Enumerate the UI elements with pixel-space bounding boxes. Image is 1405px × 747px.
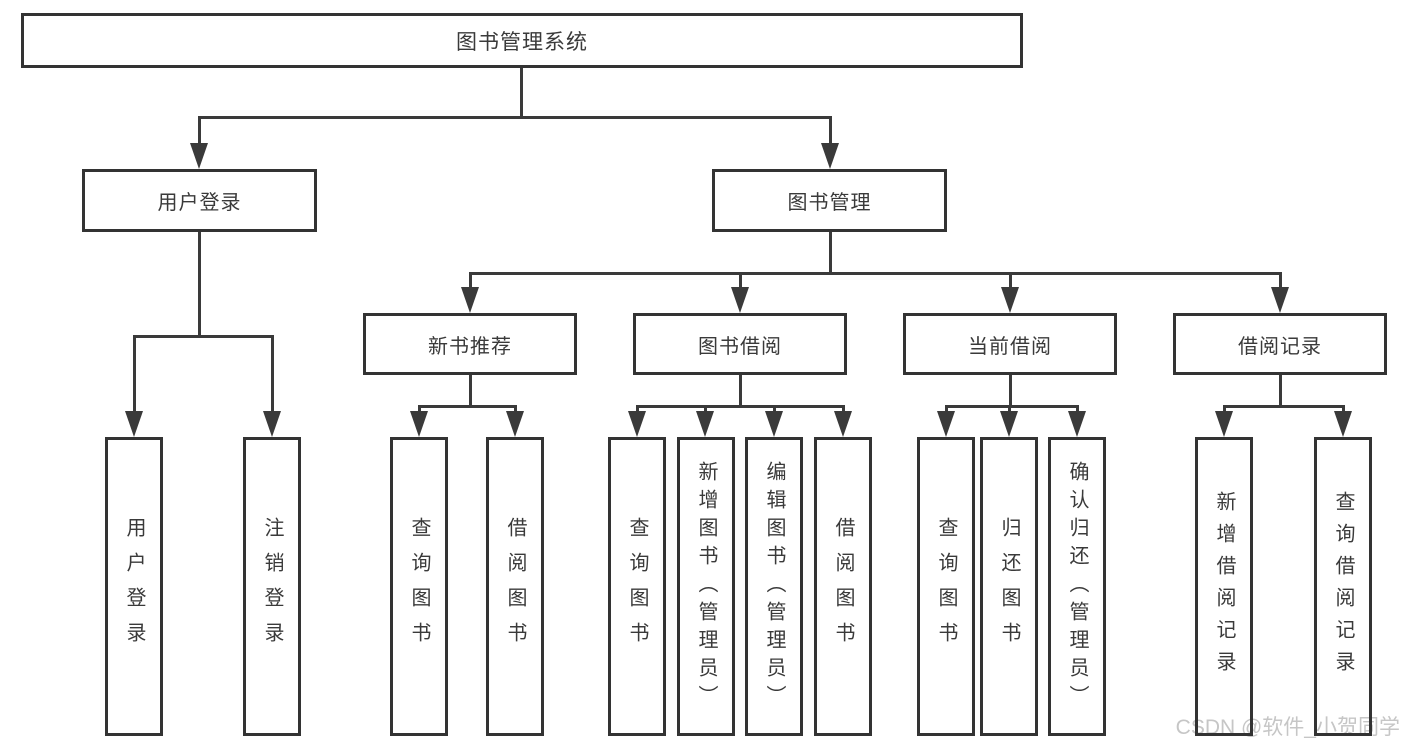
leaf-logout-label: 注销登录 — [261, 516, 283, 657]
connector-line — [739, 375, 742, 408]
connector-line — [1008, 405, 1011, 414]
connector-line — [469, 375, 472, 408]
node-new-book-recommendation: 新书推荐 — [363, 313, 577, 375]
node-user-login: 用户登录 — [82, 169, 317, 232]
leaf-user-login: 用户登录 — [105, 437, 163, 736]
connector-arrow — [190, 143, 208, 169]
connector-line — [520, 68, 523, 117]
connector-arrow — [765, 411, 783, 437]
connector-arrow — [410, 411, 428, 437]
connector-line — [1279, 272, 1282, 290]
connector-line — [773, 405, 776, 414]
leaf-borrow-edit-book-admin: 编辑图书（管理员） — [745, 437, 803, 736]
node-borrowing-records: 借阅记录 — [1173, 313, 1387, 375]
leaf-borrow-query-book-label: 查询图书 — [626, 516, 648, 657]
leaf-current-return-book: 归还图书 — [980, 437, 1038, 736]
node-root: 图书管理系统 — [21, 13, 1023, 68]
leaf-recommend-query-book: 查询图书 — [390, 437, 448, 736]
leaf-recommend-query-book-label: 查询图书 — [408, 516, 430, 657]
connector-line — [198, 232, 201, 337]
leaf-recommend-borrow-book-label: 借阅图书 — [504, 516, 526, 657]
connector-arrow — [461, 287, 479, 313]
leaf-logout: 注销登录 — [243, 437, 301, 736]
connector-line — [1076, 405, 1079, 414]
connector-line — [469, 272, 472, 290]
connector-line — [469, 272, 1282, 275]
leaf-current-return-book-label: 归还图书 — [998, 516, 1020, 657]
connector-line — [271, 335, 274, 413]
node-book-management-label: 图书管理 — [787, 192, 872, 214]
leaf-current-confirm-return-admin-label: 确认归还（管理员） — [1066, 460, 1088, 713]
leaf-borrow-borrow-book-label: 借阅图书 — [832, 516, 854, 657]
node-borrowing-records-label: 借阅记录 — [1238, 335, 1322, 358]
connector-arrow — [821, 143, 839, 169]
connector-line — [418, 405, 421, 414]
connector-arrow — [1215, 411, 1233, 437]
leaf-borrow-borrow-book: 借阅图书 — [814, 437, 872, 736]
node-current-borrowing-label: 当前借阅 — [968, 335, 1052, 358]
leaf-borrow-edit-book-admin-label: 编辑图书（管理员） — [763, 460, 785, 713]
leaf-records-add-record: 新增借阅记录 — [1195, 437, 1253, 736]
connector-arrow — [263, 411, 281, 437]
connector-line — [133, 335, 274, 338]
connector-line — [739, 272, 742, 290]
leaf-recommend-borrow-book: 借阅图书 — [486, 437, 544, 736]
connector-line — [945, 405, 948, 414]
node-root-label: 图书管理系统 — [456, 30, 588, 54]
node-book-borrowing: 图书借阅 — [633, 313, 847, 375]
connector-arrow — [1271, 287, 1289, 313]
leaf-borrow-add-book-admin-label: 新增图书（管理员） — [695, 460, 717, 713]
connector-arrow — [834, 411, 852, 437]
connector-arrow — [696, 411, 714, 437]
connector-line — [636, 405, 639, 414]
connector-arrow — [1334, 411, 1352, 437]
connector-line — [842, 405, 845, 414]
connector-line — [1342, 405, 1345, 414]
connector-line — [198, 116, 201, 145]
node-current-borrowing: 当前借阅 — [903, 313, 1117, 375]
leaf-current-query-book-label: 查询图书 — [935, 516, 957, 657]
leaf-records-query-record-label: 查询借阅记录 — [1332, 490, 1354, 683]
leaf-borrow-query-book: 查询图书 — [608, 437, 666, 736]
connector-arrow — [937, 411, 955, 437]
node-new-book-recommendation-label: 新书推荐 — [428, 335, 512, 358]
connector-line — [133, 335, 136, 413]
leaf-current-query-book: 查询图书 — [917, 437, 975, 736]
leaf-borrow-add-book-admin: 新增图书（管理员） — [677, 437, 735, 736]
connector-line — [198, 116, 832, 119]
connector-arrow — [1000, 411, 1018, 437]
connector-arrow — [1068, 411, 1086, 437]
connector-line — [514, 405, 517, 414]
leaf-current-confirm-return-admin: 确认归还（管理员） — [1048, 437, 1106, 736]
connector-line — [418, 405, 517, 408]
connector-line — [704, 405, 707, 414]
connector-line — [636, 405, 845, 408]
node-user-login-label: 用户登录 — [157, 192, 242, 214]
leaf-records-add-record-label: 新增借阅记录 — [1213, 490, 1235, 683]
connector-arrow — [125, 411, 143, 437]
connector-line — [1223, 405, 1345, 408]
connector-line — [1009, 272, 1012, 290]
connector-line — [829, 116, 832, 145]
node-book-management: 图书管理 — [712, 169, 947, 232]
connector-line — [1223, 405, 1226, 414]
connector-arrow — [1001, 287, 1019, 313]
connector-arrow — [506, 411, 524, 437]
connector-line — [829, 232, 832, 274]
connector-line — [1009, 375, 1012, 408]
node-book-borrowing-label: 图书借阅 — [698, 335, 782, 358]
connector-arrow — [628, 411, 646, 437]
connector-arrow — [731, 287, 749, 313]
leaf-user-login-label: 用户登录 — [123, 516, 145, 657]
connector-line — [945, 405, 1079, 408]
connector-line — [1279, 375, 1282, 408]
leaf-records-query-record: 查询借阅记录 — [1314, 437, 1372, 736]
